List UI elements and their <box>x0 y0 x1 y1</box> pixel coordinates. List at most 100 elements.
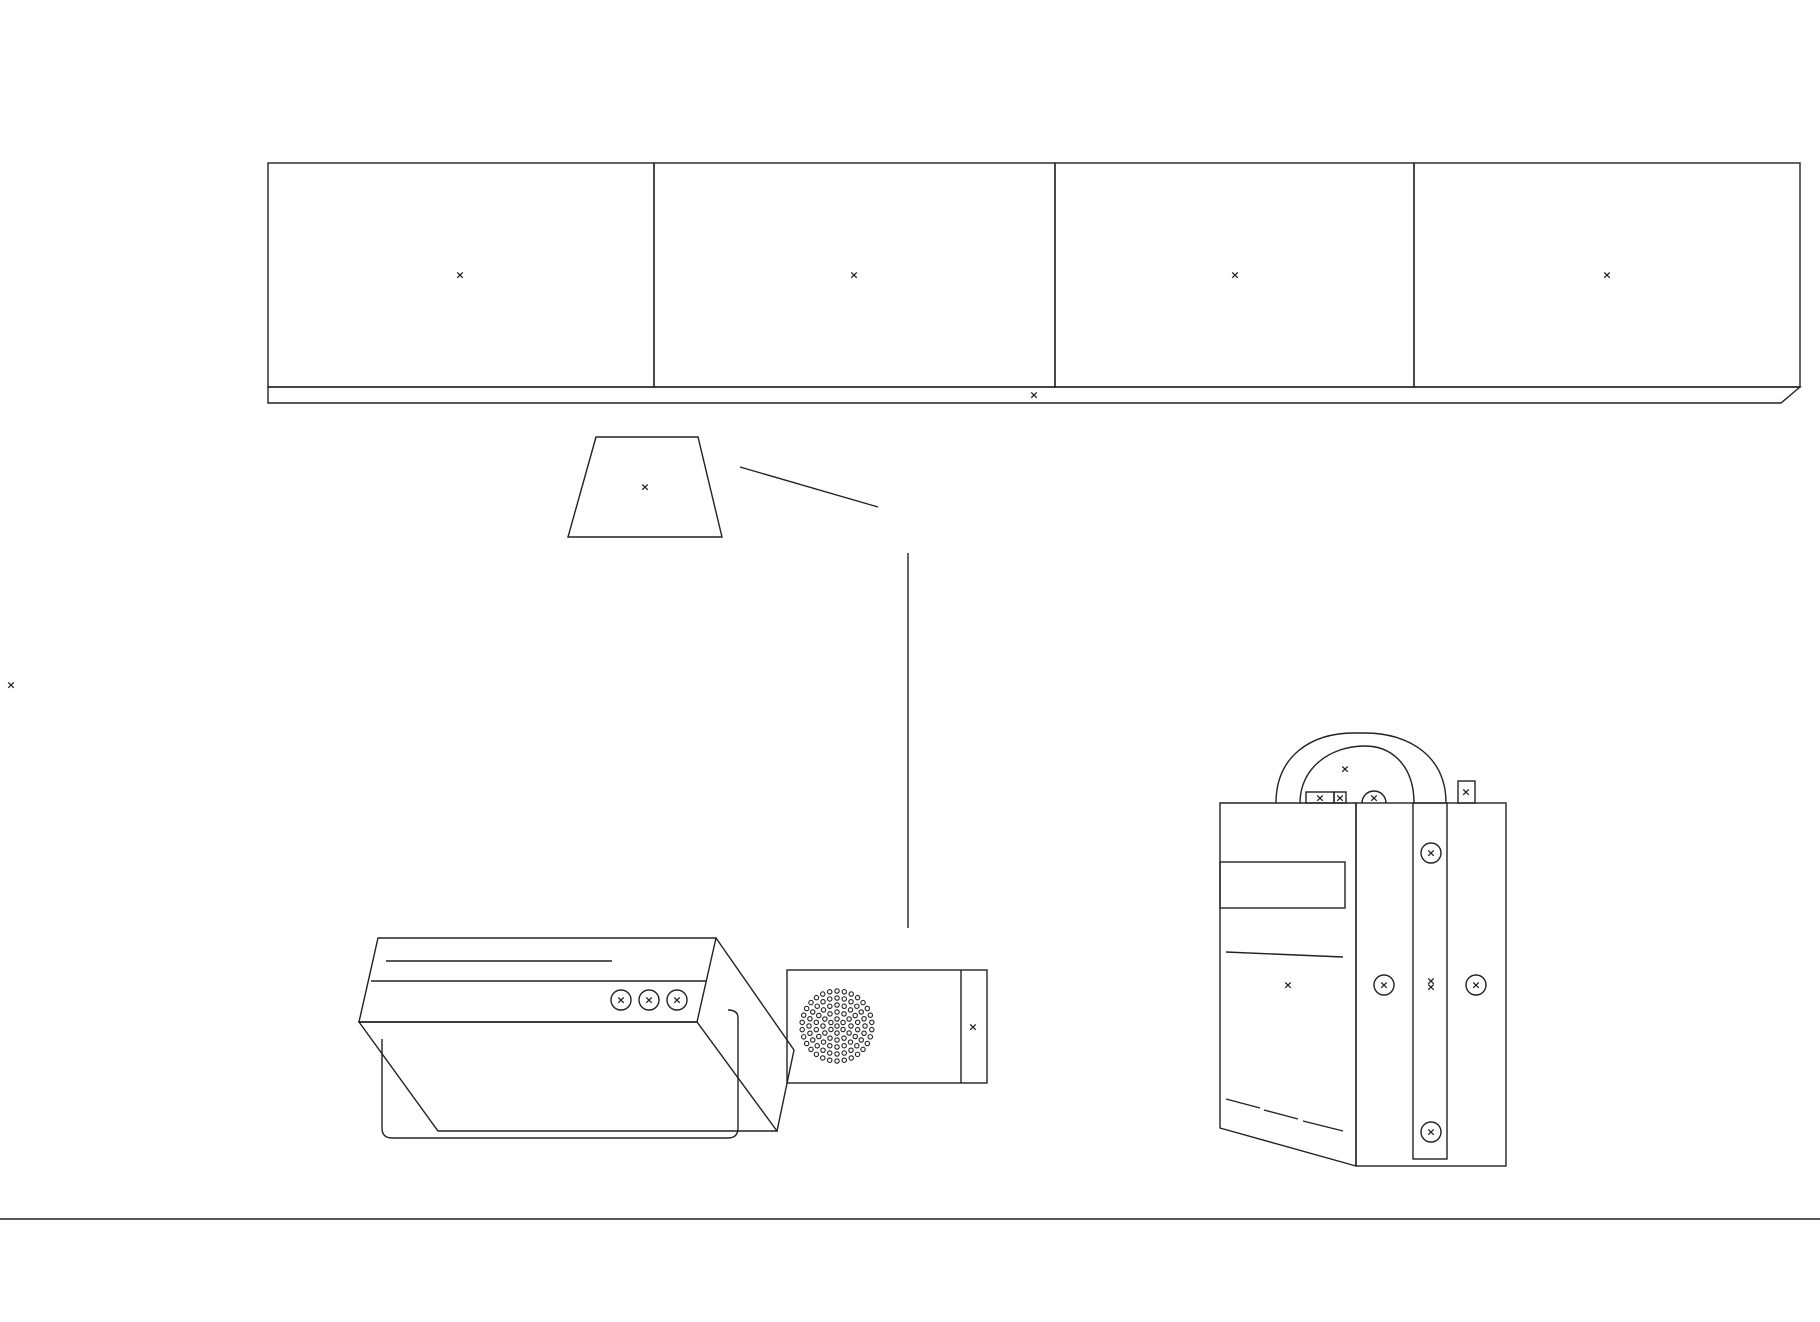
marker-left-edge: × <box>6 679 15 692</box>
marker-tower-port-2: × <box>1335 792 1344 805</box>
speaker-grille-hole <box>840 1026 846 1033</box>
marker-radio-knob-1: × <box>616 994 625 1007</box>
tower-base-dash-2 <box>1263 1109 1299 1120</box>
speaker-grille-hole <box>841 1050 847 1056</box>
lamp-shade[interactable] <box>567 436 723 538</box>
speaker-grille-hole <box>800 1012 807 1018</box>
speaker-grille-hole <box>867 1012 874 1018</box>
tower-drive-bay[interactable] <box>1219 861 1346 909</box>
speaker-body[interactable] <box>786 969 988 1084</box>
speaker-grille-hole <box>834 1037 840 1043</box>
tower-center-rail <box>1412 802 1448 1160</box>
speaker-grille-hole <box>822 1016 828 1022</box>
speaker-grille-hole <box>834 1051 840 1057</box>
marker-tower-handle: × <box>1340 763 1349 776</box>
tower-handle-inner <box>1299 745 1415 804</box>
tower-base-dash-1 <box>1225 1098 1261 1109</box>
speaker-grille-hole <box>820 991 826 997</box>
marker-tower-rail-lower: × <box>1426 981 1435 994</box>
speaker-grille-hole <box>848 1023 854 1029</box>
speaker-grille-hole <box>869 1026 875 1033</box>
marker-door-3: × <box>1230 269 1239 282</box>
radio-side-edge <box>715 937 795 1132</box>
speaker-grille-hole <box>800 1034 807 1040</box>
speaker-grille-hole <box>834 995 840 1001</box>
speaker-grille-hole <box>854 1051 861 1058</box>
speaker-grille-hole <box>803 1005 810 1012</box>
marker-tower-rail-upper: × <box>1426 975 1435 988</box>
speaker-grille-hole <box>848 1047 854 1054</box>
speaker-grille-hole <box>807 1015 813 1022</box>
tower-screw-bottom[interactable] <box>1420 1121 1442 1143</box>
speaker-grille-hole <box>841 1042 847 1049</box>
marker-door-1: × <box>455 269 464 282</box>
speaker-grille-hole <box>861 1030 867 1037</box>
speaker-grille-hole <box>820 1047 826 1054</box>
centre-markers: × × × × × × × × × × × × × × × × × × × × … <box>6 269 1611 1139</box>
speaker-grille-hole <box>806 1023 812 1029</box>
marker-speaker-panel: × <box>968 1021 977 1034</box>
tower-screw-left[interactable] <box>1373 974 1395 996</box>
wall-cabinet <box>267 162 1802 404</box>
speaker-grille-hole <box>799 1019 805 1026</box>
speaker-grille-hole <box>828 1026 834 1033</box>
speaker-grille-hole <box>820 1055 826 1061</box>
speaker-grille-hole <box>841 1057 848 1063</box>
marker-door-2: × <box>849 269 858 282</box>
speaker-grille-hole <box>861 1015 867 1022</box>
speaker-grille-hole <box>820 1039 827 1045</box>
radio-front-face <box>357 1021 779 1132</box>
tower-front-slot <box>1225 951 1344 958</box>
radio-knob-1[interactable] <box>610 989 632 1011</box>
speaker-grille-hole <box>854 1026 861 1033</box>
speaker-grille-hole <box>826 1050 833 1056</box>
radio-knob-2[interactable] <box>638 989 660 1011</box>
speaker-box <box>786 969 988 1084</box>
speaker-grille-hole <box>813 994 820 1001</box>
speaker-grille-hole <box>826 989 833 995</box>
marker-lamp-shade: × <box>640 481 649 494</box>
tower-handle-outer[interactable] <box>1275 732 1447 804</box>
marker-tower-port-1: × <box>1315 792 1324 805</box>
marker-tower-screw-left: × <box>1379 979 1388 992</box>
radio-knob-3[interactable] <box>666 989 688 1011</box>
speaker-grille-hole <box>807 1030 813 1037</box>
radio-set <box>357 937 795 1139</box>
marker-tower-port-3: × <box>1461 786 1470 799</box>
marker-tower-front: × <box>1283 979 1292 992</box>
tower-base-dash-3 <box>1302 1120 1344 1132</box>
speaker-grille-hole <box>858 1037 864 1043</box>
speaker-grille-hole <box>828 1019 834 1026</box>
tower-screw-right[interactable] <box>1465 974 1487 996</box>
speaker-grille-hole <box>846 1016 852 1022</box>
speaker-grille-hole <box>826 996 833 1002</box>
speaker-grille-hole <box>854 994 861 1001</box>
speaker-grille-hole <box>860 1046 866 1053</box>
speaker-grille-hole <box>808 1046 814 1053</box>
speaker-grille-hole <box>834 1044 840 1050</box>
speaker-grille-hole <box>827 1035 833 1041</box>
speaker-grille-hole <box>834 1002 840 1008</box>
speaker-grille <box>799 988 875 1064</box>
speaker-grille-hole <box>869 1019 875 1026</box>
speaker-grille-hole <box>803 1040 810 1047</box>
tower-screw-top[interactable] <box>1420 842 1442 864</box>
speaker-grille-hole <box>834 1023 840 1029</box>
speaker-grille-hole <box>864 1005 871 1012</box>
radio-handle[interactable] <box>381 1009 739 1139</box>
speaker-grille-hole <box>840 1019 846 1026</box>
speaker-grille-hole <box>799 1026 805 1033</box>
speaker-grille-hole <box>820 998 826 1005</box>
speaker-grille-hole <box>854 1003 860 1009</box>
tower-top-knob[interactable] <box>1361 790 1387 804</box>
marker-tower-screw-right: × <box>1471 979 1480 992</box>
speaker-grille-hole <box>846 1030 852 1036</box>
drawing-layer <box>0 162 1820 1220</box>
radio-top-face[interactable] <box>358 937 717 1023</box>
speaker-grille-hole <box>848 998 854 1005</box>
wall-cabinet-base-strip[interactable] <box>267 386 1802 404</box>
speaker-grille-hole <box>813 1051 820 1058</box>
speaker-grille-hole <box>852 1012 858 1019</box>
speaker-grille-hole <box>848 991 854 997</box>
